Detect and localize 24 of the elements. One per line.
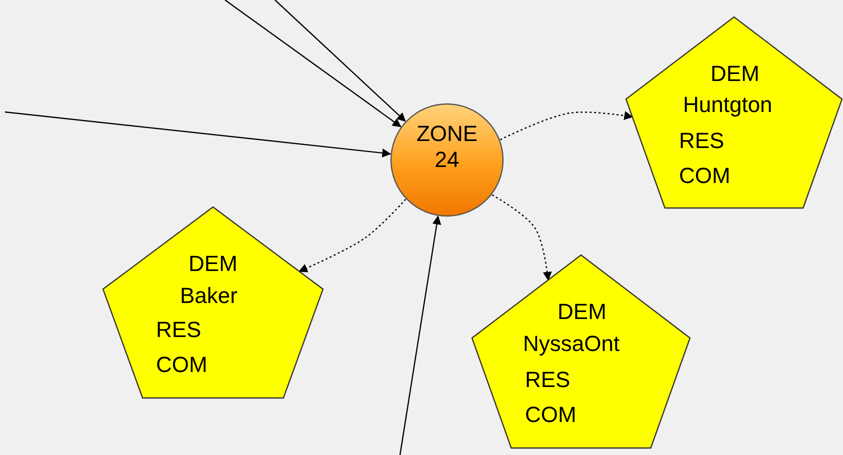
pentagon-label: Huntgton: [683, 92, 772, 118]
demand-pentagon: [472, 255, 690, 448]
pentagon-label: DEM: [558, 298, 606, 326]
pentagon-label: Baker: [180, 282, 238, 310]
flow-arrow: [492, 194, 552, 281]
zone-label: ZONE 24: [415, 121, 479, 174]
pentagon-label: RES: [525, 366, 570, 394]
pentagon-label: RES: [679, 128, 724, 154]
pentagon-label: DEM: [710, 60, 760, 88]
demand-pentagon: [103, 207, 323, 398]
arrow: [224, 0, 402, 128]
arrow: [399, 215, 442, 455]
pentagon-label: COM: [525, 402, 576, 428]
arrow: [274, 0, 406, 122]
pentagon-label: RES: [156, 316, 202, 344]
zone-circle: [390, 103, 504, 217]
flow-arrow: [298, 198, 406, 272]
arrow: [4, 111, 392, 158]
demand-pentagon: [626, 17, 842, 208]
pentagon-label: DEM: [188, 250, 238, 278]
pentagon-label: COM: [156, 352, 208, 378]
pentagon-label: COM: [679, 162, 730, 190]
pentagon-label: NyssaOnt: [523, 330, 620, 358]
flow-arrow: [500, 111, 634, 140]
